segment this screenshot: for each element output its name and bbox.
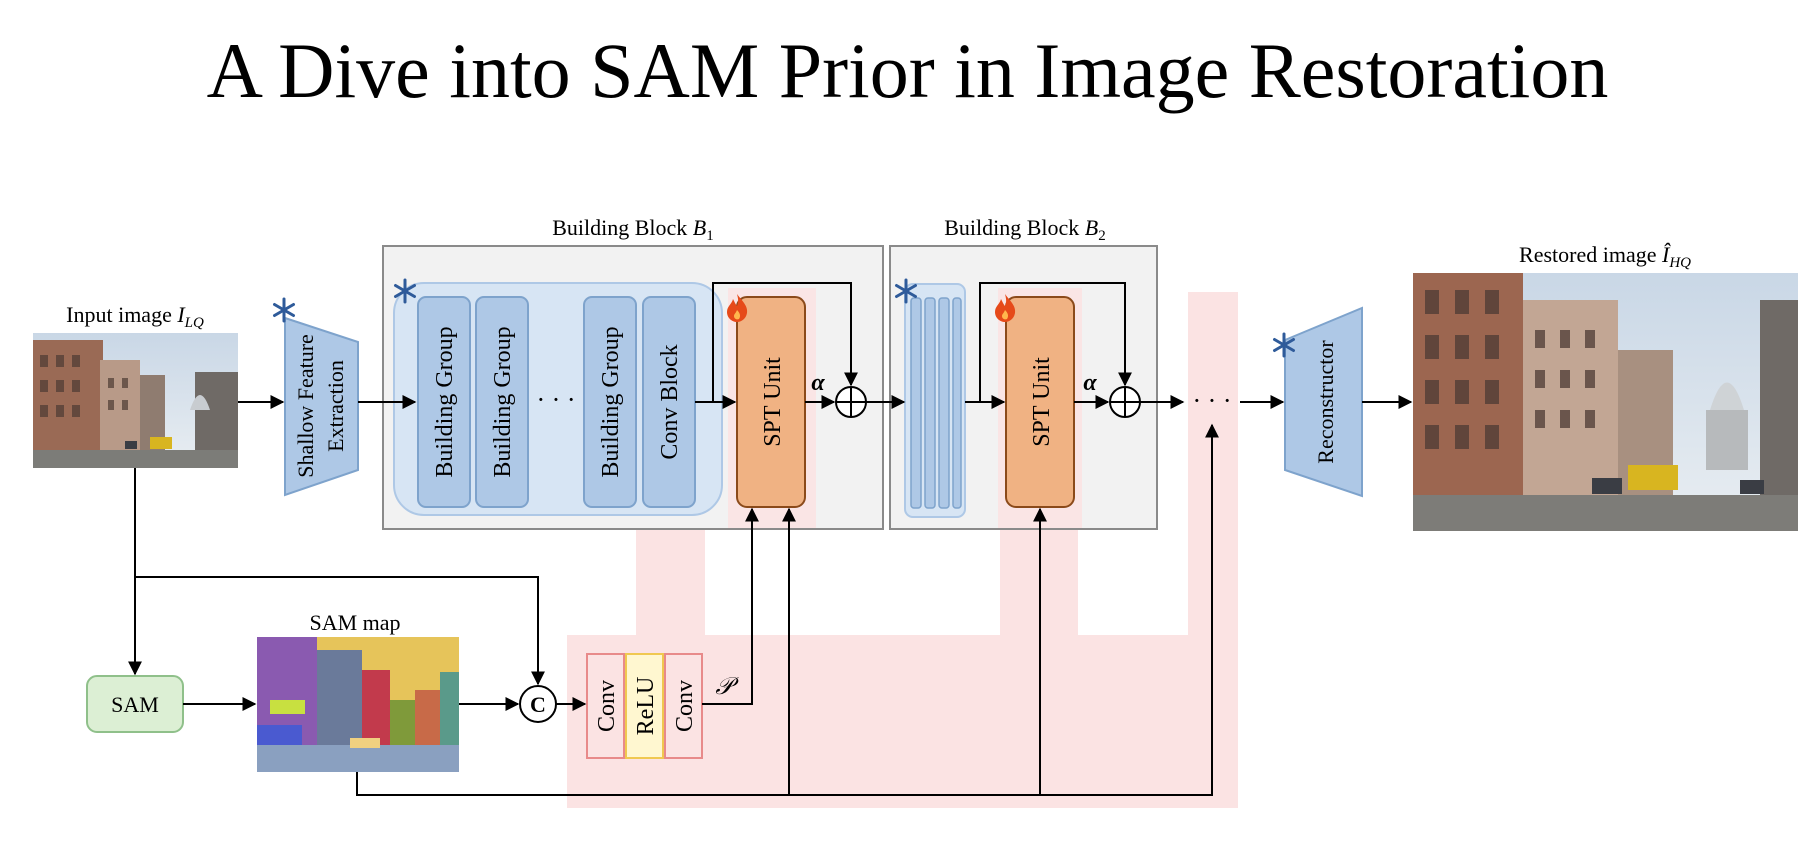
restored-image-label: Restored image ÎHQ (1519, 242, 1691, 271)
alpha-label-2: α (1083, 370, 1097, 396)
page-title: A Dive into SAM Prior in Image Restorati… (206, 27, 1609, 114)
block1-title: Building Block B1 (552, 215, 714, 244)
conv-layer-1-label: Conv (594, 680, 620, 732)
add-node-2 (1109, 386, 1141, 418)
conv-layer-2-label: Conv (672, 680, 698, 732)
sam-map-image (257, 637, 459, 772)
conv-layer-2 (664, 653, 703, 759)
conv-block-label: Conv Block (657, 344, 683, 459)
concat-label: C (530, 692, 546, 717)
building-group-1 (417, 296, 471, 508)
alpha-label-1: α (811, 370, 825, 396)
add-node-1 (835, 386, 867, 418)
shallow-feature-label-1: Shallow Feature (293, 334, 318, 478)
input-image-label: Input image ILQ (66, 302, 204, 331)
snowflake-icon (273, 297, 295, 323)
relu-label: ReLU (633, 677, 659, 736)
building-group-3-label: Building Group (598, 326, 624, 477)
spt-unit-1-label: SPT Unit (760, 357, 786, 447)
ellipsis-chain: · · · (1193, 386, 1232, 415)
input-image (33, 333, 238, 468)
ellipsis: · · · (537, 385, 576, 414)
relu-layer (625, 653, 664, 759)
sam-map-label: SAM map (309, 610, 400, 635)
reconstructor (1284, 306, 1363, 498)
building-group-2 (475, 296, 529, 508)
block2-title: Building Block B2 (944, 215, 1106, 244)
connections (128, 282, 1413, 796)
building-group-1-label: Building Group (432, 326, 458, 477)
building-group-2-label: Building Group (490, 326, 516, 477)
sam-label: SAM (111, 692, 159, 717)
restored-image (1413, 273, 1798, 531)
reconstructor-label: Reconstructor (1313, 340, 1338, 464)
conv-layer-1 (586, 653, 625, 759)
building-group-3 (583, 296, 637, 508)
spt-unit-2-label: SPT Unit (1029, 357, 1055, 447)
shallow-feature-label-2: Extraction (323, 360, 348, 452)
shallow-feature-extraction (284, 316, 359, 497)
